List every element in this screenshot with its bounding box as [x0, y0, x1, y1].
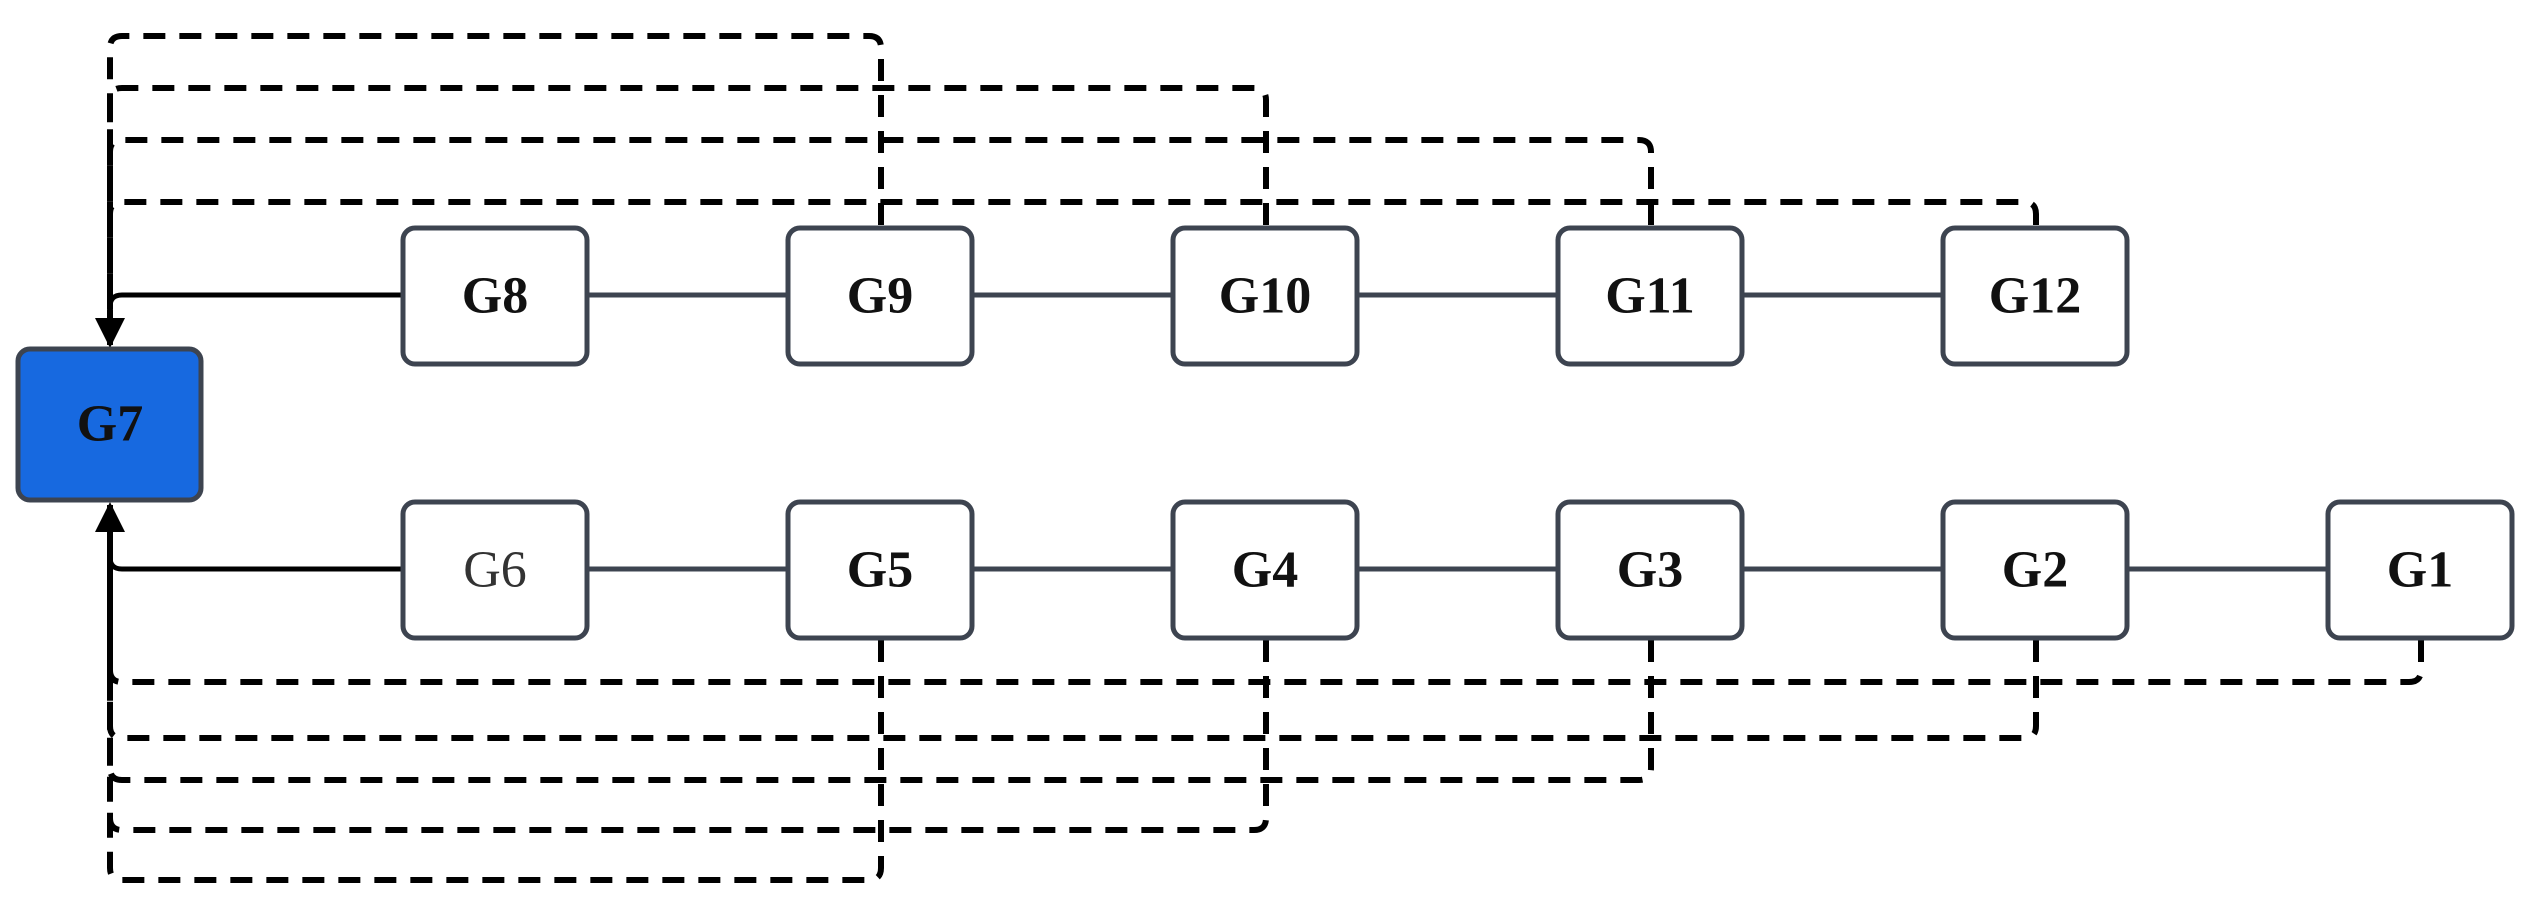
node-g3-label: G3 [1617, 542, 1683, 599]
dashed-edges-bottom [95, 502, 2424, 883]
node-g5-label: G5 [847, 542, 913, 599]
solid-edge-g6-to-g7 [97, 504, 403, 572]
node-g5[interactable]: G5 [785, 499, 975, 641]
node-g9[interactable]: G9 [785, 225, 975, 367]
dashed-edge-g12 [107, 199, 2039, 345]
node-g8-box [400, 225, 590, 367]
solid-edge-g8-to-g7 [97, 292, 403, 346]
node-g4-label: G4 [1232, 542, 1298, 599]
node-g11-label: G11 [1605, 268, 1695, 325]
node-g7[interactable]: G7 [15, 346, 204, 503]
node-g6[interactable]: G6 [400, 499, 590, 641]
node-g8[interactable]: G8 [400, 225, 590, 367]
node-g2-label: G2 [2002, 542, 2068, 599]
node-g6-label: G6 [463, 542, 527, 599]
dashed-edge-g11 [107, 137, 1654, 345]
node-g12[interactable]: G12 [1940, 225, 2130, 367]
node-g1-label: G1 [2387, 542, 2453, 599]
node-g2[interactable]: G2 [1940, 499, 2130, 641]
dashed-edge-g9 [95, 33, 884, 348]
node-g7-box [15, 346, 204, 503]
dashed-edge-g5 [95, 502, 884, 883]
node-g10-box [1170, 225, 1360, 367]
dashed-edge-g3 [107, 505, 1654, 783]
node-g3[interactable]: G3 [1555, 499, 1745, 641]
node-g1[interactable]: G1 [2325, 499, 2515, 641]
dashed-edges-top [95, 33, 2039, 348]
node-g7-label: G7 [77, 396, 143, 453]
node-g10[interactable]: G10 [1170, 225, 1360, 367]
node-g1-box [2325, 499, 2515, 641]
node-g11[interactable]: G11 [1555, 225, 1745, 367]
dashed-edge-g10 [107, 85, 1269, 345]
node-g11-box [1555, 225, 1745, 367]
node-g12-box [1940, 225, 2130, 367]
node-g4-box [1170, 499, 1360, 641]
node-g5-box [785, 499, 975, 641]
node-g10-label: G10 [1219, 268, 1311, 325]
node-g4[interactable]: G4 [1170, 499, 1360, 641]
node-g2-box [1940, 499, 2130, 641]
node-g9-label: G9 [847, 268, 913, 325]
node-g12-label: G12 [1989, 268, 2081, 325]
node-g6-box [400, 499, 590, 641]
chain-connectors [587, 292, 2328, 572]
node-g9-box [785, 225, 975, 367]
dashed-edge-g2 [107, 505, 2039, 741]
node-g3-box [1555, 499, 1745, 641]
node-g8-label: G8 [462, 268, 528, 325]
